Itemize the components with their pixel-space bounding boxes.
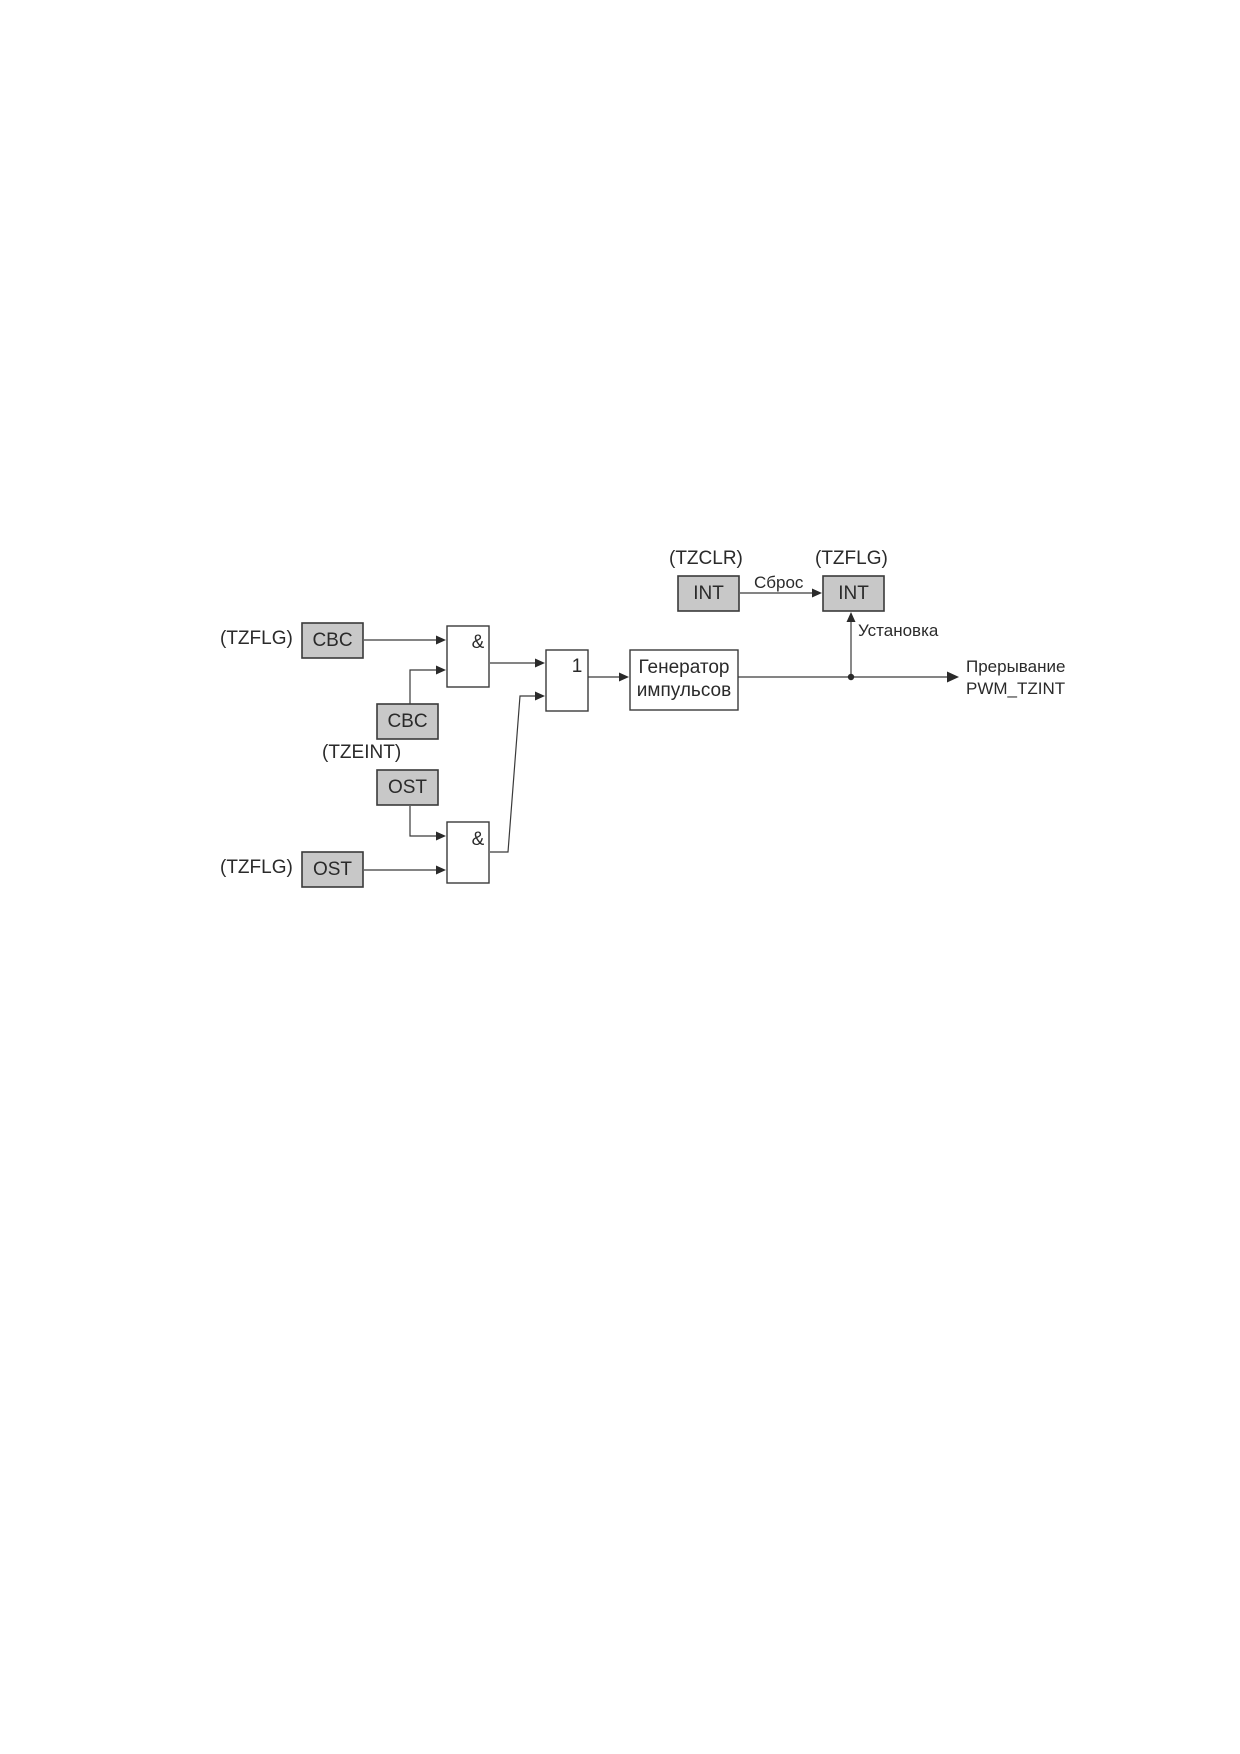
wire-cbc-enable-to-and1	[409, 669, 440, 704]
and-gate-1: &	[446, 625, 490, 688]
pulse-generator-label-line2: импульсов	[637, 680, 731, 701]
ost-enable-input: OST	[376, 769, 439, 806]
cbc-flag-input: (TZFLG) CBC	[220, 622, 364, 659]
cbc-enable-block	[376, 703, 439, 740]
output-label-line2: PWM_TZINT	[966, 679, 1065, 698]
ost-enable-block	[376, 769, 439, 806]
wires	[364, 592, 950, 871]
junction-dot	[847, 673, 855, 681]
pulse-generator-box	[629, 649, 739, 711]
cbc-flag-block-label: CBC	[312, 630, 352, 651]
pulse-generator: Генератор импульсов	[629, 649, 739, 711]
int-clear-block	[677, 575, 740, 612]
tzflg-cbc-register-label: (TZFLG)	[220, 628, 293, 649]
arrowhead-and2-bottom	[436, 865, 446, 875]
arrowhead-or-top	[535, 658, 545, 668]
int-flag-block-group: (TZFLG) INT	[815, 548, 888, 612]
set-label: Установка	[858, 621, 939, 640]
int-clear-block-label: INT	[693, 583, 724, 604]
and-gate-2-box	[446, 821, 490, 884]
arrowhead-set	[846, 612, 856, 622]
ost-enable-block-label: OST	[388, 777, 427, 798]
int-flag-block-label: INT	[838, 583, 869, 604]
and-gate-2: &	[446, 821, 490, 884]
reset-label: Сброс	[754, 573, 804, 592]
tzflg-int-register-label: (TZFLG)	[815, 548, 888, 569]
tzeint-register-label: (TZEINT)	[322, 742, 401, 763]
output-label: Прерывание PWM_TZINT	[966, 657, 1065, 698]
arrowhead-reset	[812, 588, 822, 598]
pulse-generator-label-line1: Генератор	[639, 657, 730, 678]
cbc-flag-block	[301, 622, 364, 659]
arrowhead-and2-top	[436, 831, 446, 841]
and-gate-1-box	[446, 625, 490, 688]
ost-flag-block	[301, 851, 364, 888]
or-gate: 1	[545, 649, 589, 712]
tzflg-ost-register-label: (TZFLG)	[220, 857, 293, 878]
arrowhead-and1-bottom	[436, 665, 446, 675]
ost-flag-block-label: OST	[313, 859, 352, 880]
arrowheads	[436, 588, 959, 875]
wire-ost-enable-to-and2	[409, 806, 440, 837]
and-gate-2-symbol: &	[472, 829, 485, 850]
arrowhead-and1-top	[436, 635, 446, 645]
tzclr-register-label: (TZCLR)	[669, 548, 743, 569]
output-label-line1: Прерывание	[966, 657, 1065, 676]
or-gate-symbol: 1	[572, 656, 583, 677]
cbc-enable-block-label: CBC	[387, 711, 427, 732]
or-gate-box	[545, 649, 589, 712]
arrowhead-generator	[619, 672, 629, 682]
wire-and2-to-or	[490, 695, 539, 853]
int-clear-block-group: (TZCLR) INT	[669, 548, 743, 612]
and-gate-1-symbol: &	[472, 632, 485, 653]
arrowhead-or-bottom	[535, 691, 545, 701]
arrowhead-output	[947, 671, 959, 683]
int-flag-block	[822, 575, 885, 612]
cbc-enable-input: CBC (TZEINT)	[322, 703, 439, 763]
ost-flag-input: (TZFLG) OST	[220, 851, 364, 888]
